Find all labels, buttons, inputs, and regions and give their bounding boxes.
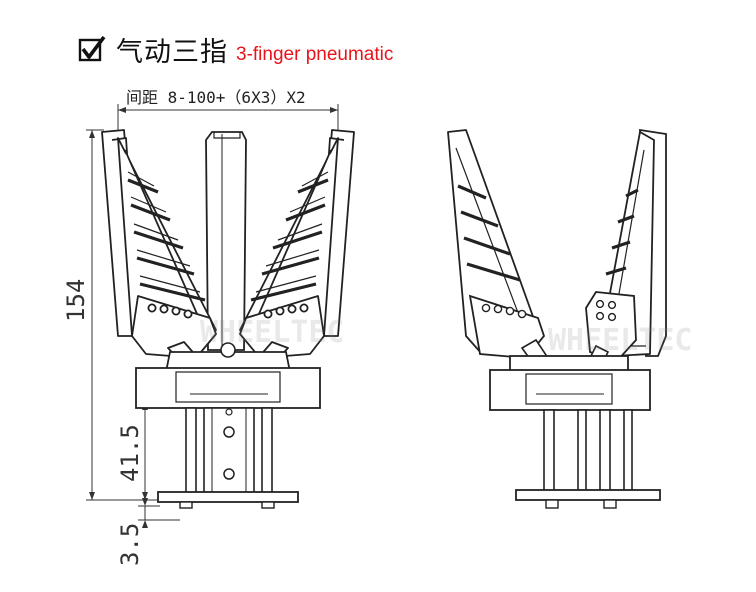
height-plate-dimension: 3.5 (116, 523, 144, 566)
title-english: 3-finger pneumatic (236, 43, 394, 65)
spacing-dimension: 间距 8-100+（6X3）X2 (126, 88, 306, 107)
heading: 气动三指 3-finger pneumatic (78, 30, 393, 69)
title-chinese: 气动三指 (116, 37, 228, 68)
height-base-dimension: 41.5 (116, 424, 144, 482)
watermark-logo: WHEELTEC WHEELTEC (200, 315, 693, 358)
watermark-text-right: WHEELTEC (548, 323, 693, 358)
watermark-text-left: WHEELTEC (200, 315, 345, 350)
side-view (447, 128, 667, 509)
height-total-dimension: 154 (62, 279, 90, 322)
checked-box-icon (78, 35, 106, 64)
front-view: 间距 8-100+（6X3）X2 154 41.5 3.5 (62, 88, 356, 566)
